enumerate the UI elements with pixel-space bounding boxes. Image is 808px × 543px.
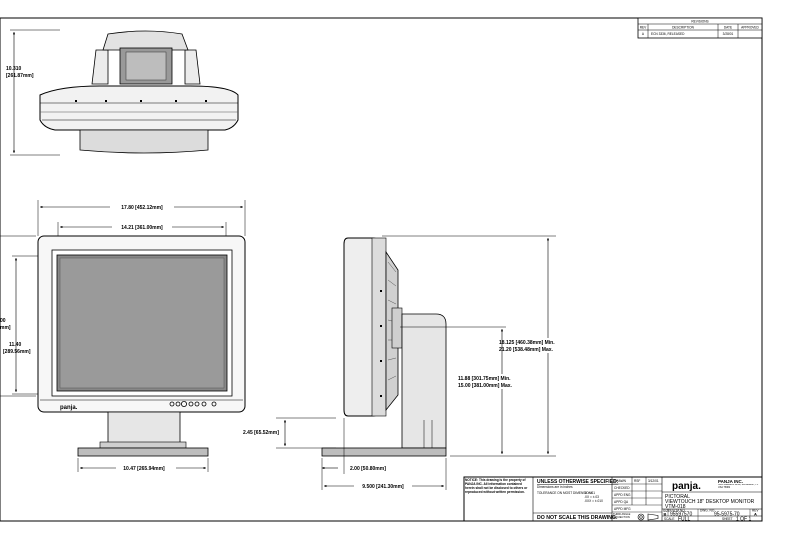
front-screen-height-mm: [289.56mm] bbox=[3, 349, 31, 355]
drawn-label: DRAWN bbox=[614, 479, 627, 483]
front-screen-width: 14.21 [361.00mm] bbox=[121, 225, 163, 231]
rev-header-description: DESCRIPTION bbox=[672, 26, 694, 30]
rev-value: A bbox=[754, 512, 757, 517]
rev-row-rev: A bbox=[642, 32, 645, 36]
size-value: B bbox=[664, 512, 667, 517]
unless-specified: UNLESS OTHERWISE SPECIFIED: bbox=[537, 479, 619, 485]
third-angle-label: THIRD ANGLE PROJECTION bbox=[613, 513, 631, 519]
company-address: 3000 Research Drive, Richardson, TX USA … bbox=[718, 484, 759, 489]
fscm-label: FSCM NO bbox=[670, 509, 685, 513]
side-height-max: 21.20 [538.48mm] Max. bbox=[499, 347, 554, 353]
sheet-label: SHEET bbox=[722, 517, 733, 521]
tolerance-title: TOLERANCE ON MOST DIMENSIONS bbox=[537, 491, 593, 495]
rev-row-date: 3/28/01 bbox=[723, 32, 734, 36]
side-base-depth: 9.500 [241.30mm] bbox=[362, 484, 404, 490]
rev-header-rev: REV bbox=[640, 26, 647, 30]
notice-text: NOTICE: This drawing is the property of … bbox=[465, 478, 528, 494]
scale-label: SCALE bbox=[664, 517, 674, 521]
side-depth-offset: 2.00 [50.80mm] bbox=[350, 466, 386, 472]
rev-label: REV bbox=[752, 509, 759, 513]
front-clipped-top: 00 bbox=[0, 318, 6, 324]
size-label: SIZE bbox=[663, 509, 670, 513]
top-height-mm: [261.87mm] bbox=[6, 73, 34, 79]
drawing-title-1: PICTORAL bbox=[665, 494, 690, 500]
front-screen-height-in: 11.40 bbox=[9, 342, 21, 348]
checked-label: CHECKED bbox=[614, 486, 630, 490]
top-view: 10.310 [261.87mm] bbox=[6, 29, 239, 156]
side-view: 18.125 [460.38mm] Min. 21.20 [538.48mm] … bbox=[321, 235, 560, 490]
drawing-title-2: VIEWTOUCH 18" DESKTOP MONITOR bbox=[665, 499, 755, 505]
side-center-max: 15.00 [381.00mm] Max. bbox=[458, 383, 513, 389]
side-center-min: 11.88 [301.75mm] Min. bbox=[458, 376, 511, 382]
company-logo: panja. bbox=[672, 481, 701, 492]
drawing-title-3: VTM-018 bbox=[665, 504, 686, 510]
company-name: PANJA INC. bbox=[718, 479, 743, 484]
front-overall-width: 17.80 [452.12mm] bbox=[121, 205, 163, 211]
drawn-by: RSF bbox=[634, 479, 640, 483]
drawing-border bbox=[0, 17, 763, 522]
dwg-label: DWG. NO bbox=[700, 509, 715, 513]
sheet-value: 1 OF 1 bbox=[736, 517, 752, 523]
rev-row-description: ECN 3336, RELEASED bbox=[651, 32, 685, 36]
tolerance-xx: .XX = ±.03 bbox=[584, 495, 599, 499]
appd-eng-label: APPD ENG bbox=[614, 493, 631, 497]
fscm-value: 95597570 bbox=[670, 512, 692, 518]
drawn-date: 3/12/01 bbox=[648, 479, 659, 483]
rev-header-approved: APPROVED bbox=[741, 26, 759, 30]
front-stand-width: 10.47 [265.94mm] bbox=[123, 466, 165, 472]
top-height-in: 10.310 bbox=[6, 66, 22, 72]
tolerance-xxx: .XXX = ±.010 bbox=[584, 499, 603, 503]
dims-note: Dimensions are in inches bbox=[537, 485, 573, 489]
front-view: 17.80 [452.12mm] 14.21 [361.00mm] 00 mm]… bbox=[0, 200, 336, 472]
side-height-min: 18.125 [460.38mm] Min. bbox=[499, 340, 555, 346]
rev-header-date: DATE bbox=[724, 26, 732, 30]
front-clipped-bottom: mm] bbox=[0, 325, 11, 331]
front-brand-logo: panja. bbox=[60, 405, 78, 411]
scale-value: FULL bbox=[678, 517, 690, 523]
front-control-buttons bbox=[169, 400, 217, 407]
appd-mfg-label: APPD MFG bbox=[614, 507, 631, 511]
tolerance-x: .X = ±.1 bbox=[584, 491, 595, 495]
do-not-scale: DO NOT SCALE THIS DRAWING. bbox=[537, 515, 618, 521]
appd-qa-label: APPD QA bbox=[614, 500, 629, 504]
revisions-title: REVISIONS bbox=[691, 20, 708, 24]
revisions-table: REVISIONS REV DESCRIPTION DATE APPROVED … bbox=[637, 17, 763, 39]
dwg-value: 95-5975-70 bbox=[714, 512, 740, 518]
projection-symbol-icon bbox=[637, 513, 659, 521]
title-block: NOTICE: This drawing is the property of … bbox=[463, 476, 763, 523]
front-base-height: 2.45 [65.52mm] bbox=[243, 430, 279, 436]
